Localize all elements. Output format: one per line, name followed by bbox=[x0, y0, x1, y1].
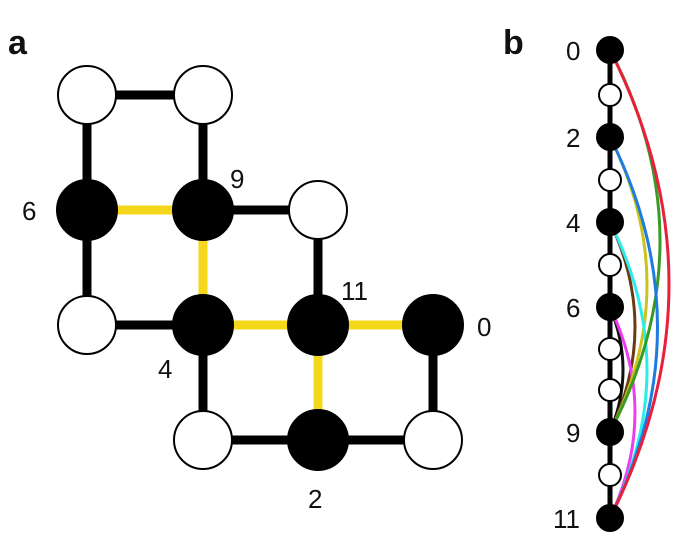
chain-label-0: 0 bbox=[566, 36, 580, 66]
filled-node-6 bbox=[56, 179, 118, 241]
chain-filled-node-2 bbox=[596, 123, 624, 151]
empty-node bbox=[173, 410, 233, 470]
chain-empty-node bbox=[598, 463, 622, 487]
chain-filled-node-6 bbox=[596, 293, 624, 321]
chain-empty-node bbox=[598, 83, 622, 107]
filled-node-11 bbox=[287, 294, 349, 356]
lattice-graph: 6 9 4 11 0 2 bbox=[22, 65, 491, 514]
node-label-9: 9 bbox=[230, 164, 244, 194]
lattice-nodes bbox=[56, 65, 464, 471]
chain-label-6: 6 bbox=[566, 293, 580, 323]
chain-empty-node bbox=[598, 253, 622, 277]
lattice-edges bbox=[82, 90, 438, 445]
node-label-0: 0 bbox=[477, 312, 491, 342]
chain-nodes bbox=[596, 36, 624, 532]
chain-label-4: 4 bbox=[566, 208, 580, 238]
empty-node bbox=[403, 410, 463, 470]
filled-node-4 bbox=[172, 294, 234, 356]
chain-label-9: 9 bbox=[566, 418, 580, 448]
empty-node bbox=[57, 65, 117, 125]
node-label-4: 4 bbox=[158, 354, 172, 384]
chain-filled-node-9 bbox=[596, 418, 624, 446]
lattice-node-labels: 6 9 4 11 0 2 bbox=[22, 164, 491, 514]
empty-node bbox=[173, 65, 233, 125]
empty-node bbox=[57, 295, 117, 355]
node-label-6: 6 bbox=[22, 196, 36, 226]
chain-labels: 0 2 4 6 9 11 bbox=[553, 36, 580, 534]
empty-node bbox=[288, 180, 348, 240]
chain-filled-node-0 bbox=[596, 36, 624, 64]
chain-filled-node-4 bbox=[596, 208, 624, 236]
chain-arcs bbox=[608, 49, 671, 519]
chain-label-2: 2 bbox=[566, 123, 580, 153]
chain-filled-node-11 bbox=[596, 504, 624, 532]
chain-empty-node bbox=[598, 337, 622, 361]
filled-node-9 bbox=[172, 179, 234, 241]
chain-label-11: 11 bbox=[553, 504, 580, 534]
node-label-11: 11 bbox=[341, 276, 368, 306]
filled-node-2 bbox=[287, 409, 349, 471]
panel-label-b: b bbox=[503, 24, 524, 62]
filled-node-0 bbox=[402, 294, 464, 356]
chain-empty-node bbox=[598, 168, 622, 192]
node-label-2: 2 bbox=[308, 484, 322, 514]
chain-empty-node bbox=[598, 378, 622, 402]
chain-diagram: 0 2 4 6 9 11 bbox=[553, 36, 671, 534]
arc-0-11 bbox=[608, 49, 671, 519]
lattice-yellow-links bbox=[109, 205, 411, 418]
panel-label-a: a bbox=[8, 24, 28, 62]
